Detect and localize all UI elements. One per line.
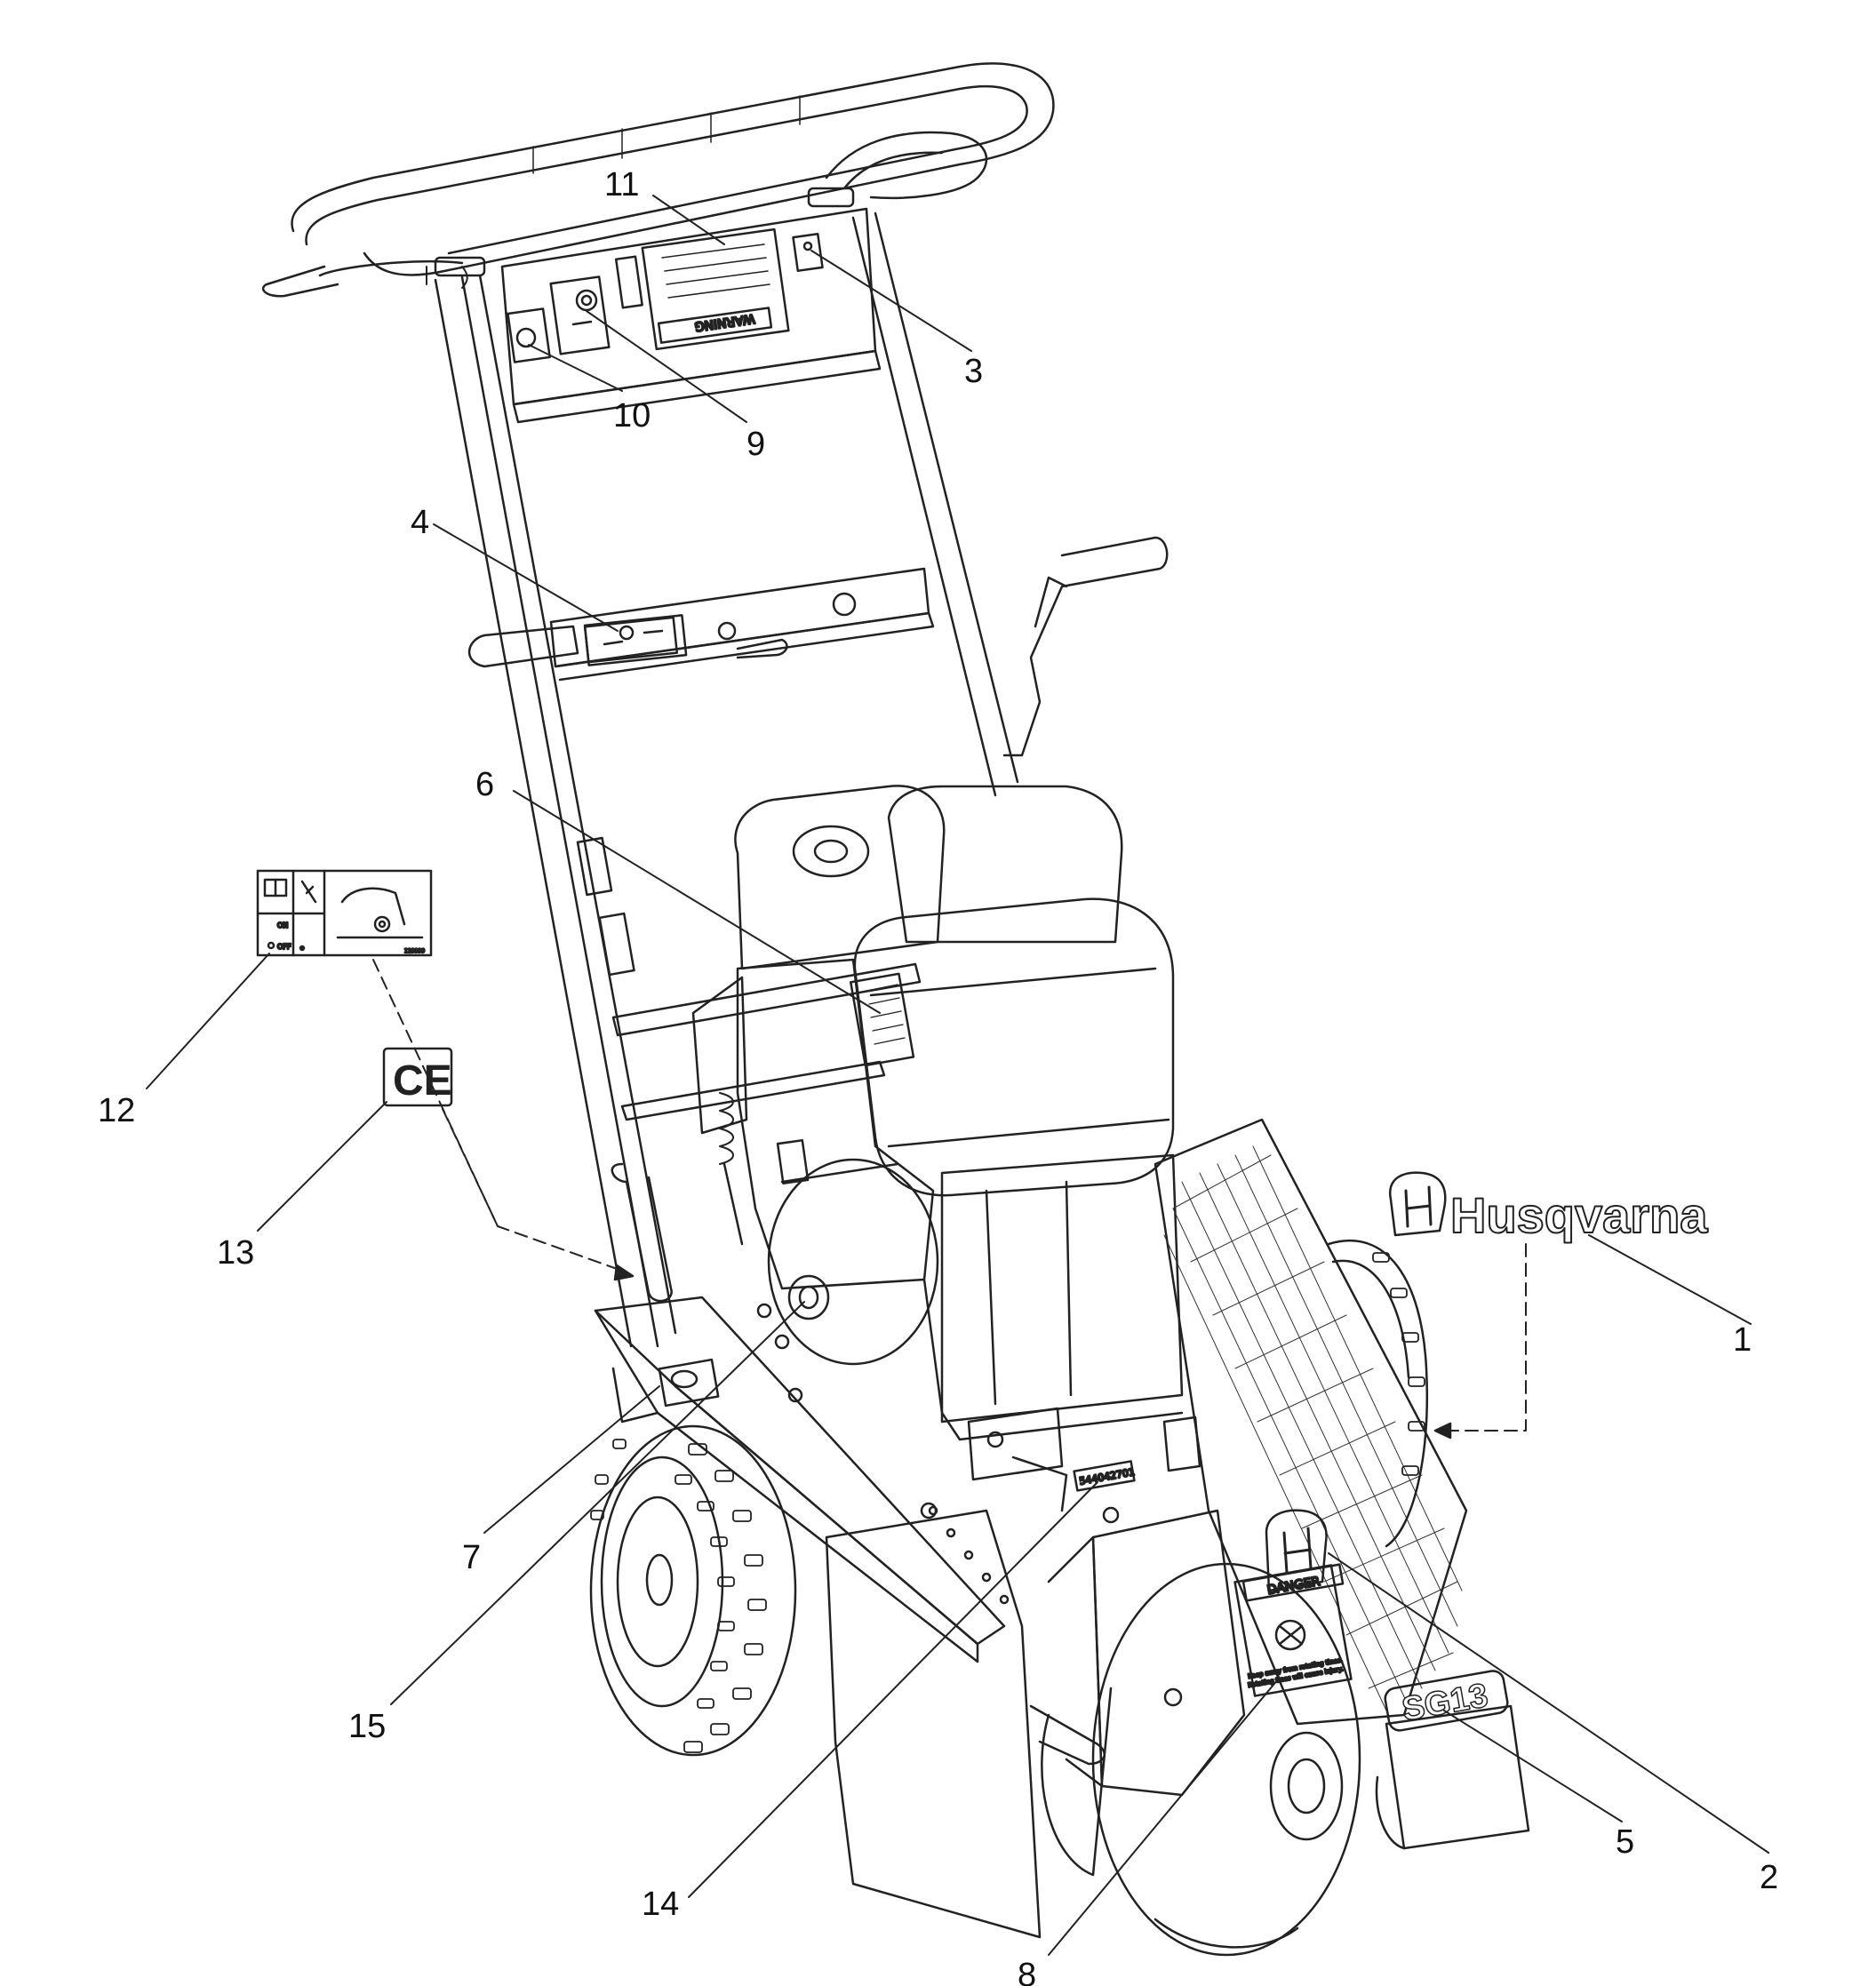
decal-12: ON OFF 119999 (256, 869, 433, 957)
right-wheel (1327, 1239, 1428, 1548)
callout-9: 9 (746, 426, 765, 463)
decal-12-off: OFF (277, 943, 291, 951)
left-wheel (589, 1424, 797, 1757)
arrow-head-2 (613, 1264, 635, 1281)
callout-3: 3 (964, 353, 983, 390)
callout-6: 6 (475, 766, 494, 803)
callout-13: 13 (217, 1234, 254, 1272)
callout-10: 10 (613, 397, 651, 435)
callout-2: 2 (1760, 1859, 1778, 1896)
dashed-arrows (372, 959, 1527, 1432)
ce-mark-text: CE (393, 1057, 452, 1105)
decal-9 (549, 275, 611, 355)
decal-warning-panel: WARNING (614, 227, 790, 351)
callout-8: 8 (1018, 1957, 1036, 1986)
callout-12: 12 (98, 1092, 135, 1129)
decal-4 (583, 616, 679, 664)
decal-12-number: 119999 (404, 948, 425, 954)
callout-15: 15 (348, 1708, 386, 1745)
husqvarna-logo: Husqvarna (1388, 1171, 1709, 1244)
base-deck: SG13 DANGER Keep away from rotating tine… (594, 1118, 1530, 1957)
callout-labels: 1 2 3 4 5 6 7 8 9 10 11 12 13 14 15 (98, 166, 1778, 1986)
decal-3 (792, 232, 824, 273)
callout-7: 7 (462, 1539, 481, 1576)
husqvarna-logo-text: Husqvarna (1450, 1187, 1708, 1243)
callout-14: 14 (642, 1886, 679, 1923)
callout-5: 5 (1616, 1823, 1634, 1861)
callout-1: 1 (1733, 1321, 1752, 1359)
engine (691, 785, 1184, 1441)
leader-lines (146, 195, 1769, 1956)
arrow-head-1 (1433, 1422, 1452, 1440)
callout-11: 11 (604, 166, 639, 203)
handle-frame (434, 207, 1169, 1348)
callout-4: 4 (411, 504, 429, 541)
handlebar (261, 62, 1055, 298)
decal-10 (507, 307, 551, 363)
decal-12-on: ON (277, 921, 288, 929)
